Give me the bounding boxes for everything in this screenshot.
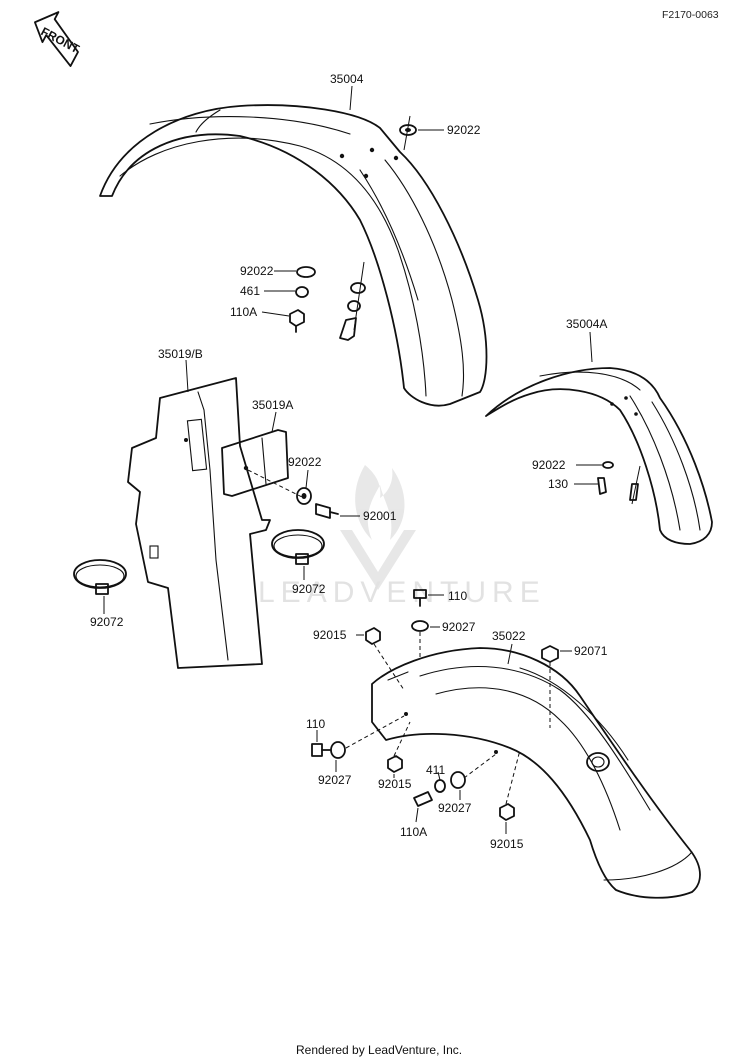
label-92022-b: 92022 [532, 458, 566, 472]
label-92027-a: 92027 [442, 620, 476, 634]
front-fender-35004a [485, 367, 713, 545]
label-92015-b: 92015 [378, 777, 412, 791]
bracket-35019a [221, 429, 289, 497]
label-92015-a: 92015 [313, 628, 347, 642]
label-92072-b: 92072 [292, 582, 326, 596]
label-92071: 92071 [574, 644, 608, 658]
label-35019b: 35019/B [158, 347, 203, 361]
clamp-92072-left [73, 559, 127, 595]
front-arrow-label: FRONT [39, 24, 83, 56]
label-92022-c: 92022 [288, 455, 322, 469]
label-92072-a: 92072 [90, 615, 124, 629]
label-92001: 92001 [363, 509, 397, 523]
bolt-110a-icon [289, 309, 305, 333]
label-130: 130 [548, 477, 568, 491]
label-92027-c: 92027 [438, 801, 472, 815]
bolt-110a-right-icon [413, 791, 433, 807]
label-110-b: 110 [306, 717, 325, 731]
label-92027-b: 92027 [318, 773, 352, 787]
front-arrow-icon: FRONT [34, 11, 83, 67]
watermark-text: LEADVENTURE [258, 576, 546, 609]
label-35022: 35022 [492, 629, 526, 643]
watermark: LEADVENTURE [258, 465, 546, 609]
label-110a-a: 110A [230, 305, 257, 319]
footer-credit: Rendered by LeadVenture, Inc. [296, 1043, 462, 1057]
label-35004a: 35004A [566, 317, 607, 331]
label-35004: 35004 [330, 72, 364, 86]
label-110-a: 110 [448, 589, 467, 603]
diagram-code: F2170-0063 [662, 9, 719, 21]
label-461: 461 [240, 284, 260, 298]
label-411: 411 [426, 763, 445, 777]
front-fender-35004 [99, 104, 488, 407]
clamp-92072-right [271, 529, 325, 565]
label-35019a: 35019A [252, 398, 293, 412]
mud-flap-35019b [127, 377, 271, 669]
label-92022-top: 92022 [447, 123, 481, 137]
bolt-110-icon [413, 589, 427, 607]
rear-fender-35022 [371, 647, 701, 899]
label-110a-b: 110A [400, 825, 427, 839]
label-92015-c: 92015 [490, 837, 524, 851]
bolt-92001-icon [315, 503, 339, 519]
label-92022-a: 92022 [240, 264, 274, 278]
nut-92015-upper [365, 627, 381, 645]
bolt-110-left-icon [311, 743, 331, 757]
